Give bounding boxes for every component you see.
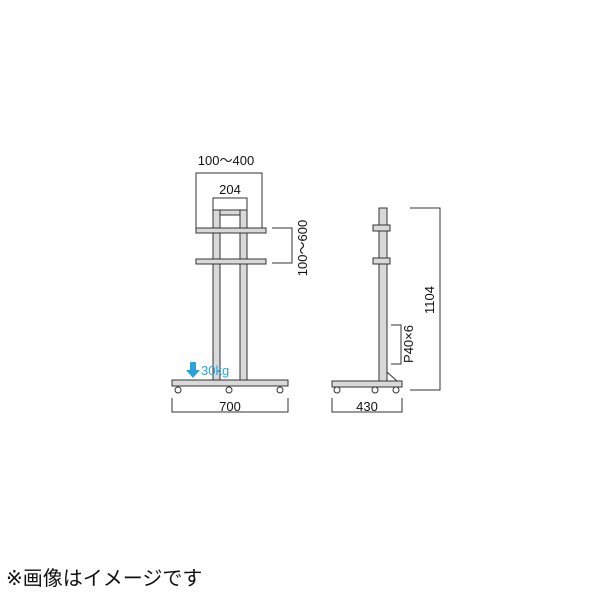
- caster-icon: [174, 386, 182, 394]
- top-crossbar: [219, 209, 241, 216]
- side-pole: [378, 207, 388, 382]
- total-height-bracket: [410, 207, 441, 391]
- pole-spacing-label: 204: [219, 182, 241, 197]
- vesa-width-bracket: [195, 172, 263, 228]
- image-disclaimer: ※画像はイメージです: [6, 566, 203, 590]
- base-depth-bracket: [331, 398, 403, 413]
- base-width-bracket: [171, 398, 289, 413]
- total-height-label: 1104: [422, 286, 437, 314]
- caster-icon: [371, 386, 379, 394]
- left-upright: [212, 209, 221, 381]
- front-view: 100〜400 204 100〜600 30kg 700: [171, 153, 310, 414]
- vesa-height-bracket: [272, 227, 293, 264]
- front-base: [171, 379, 289, 387]
- caster-icon: [276, 386, 284, 394]
- base-depth-label: 430: [356, 399, 378, 414]
- down-arrow-icon: [186, 362, 200, 378]
- side-base: [331, 380, 403, 388]
- caster-icon: [392, 386, 400, 394]
- caster-icon: [333, 386, 341, 394]
- caster-icon: [225, 386, 233, 394]
- pole-spacing-bracket: [212, 197, 248, 212]
- vesa-height-label: 100〜600: [295, 220, 310, 276]
- height-adjust-label: P40×6: [401, 325, 416, 363]
- base-width-label: 700: [219, 399, 241, 414]
- vesa-width-label: 100〜400: [198, 153, 254, 168]
- height-adjust-bracket: [391, 324, 402, 365]
- right-upright: [239, 209, 248, 381]
- lower-mount-plate: [195, 258, 267, 265]
- load-capacity-label: 30kg: [201, 363, 229, 378]
- side-view: P40×6 1104 430: [331, 207, 441, 414]
- upper-mount-plate: [195, 227, 267, 234]
- lower-clamp: [372, 257, 391, 265]
- support-brace: [386, 371, 398, 382]
- upper-clamp: [372, 224, 391, 232]
